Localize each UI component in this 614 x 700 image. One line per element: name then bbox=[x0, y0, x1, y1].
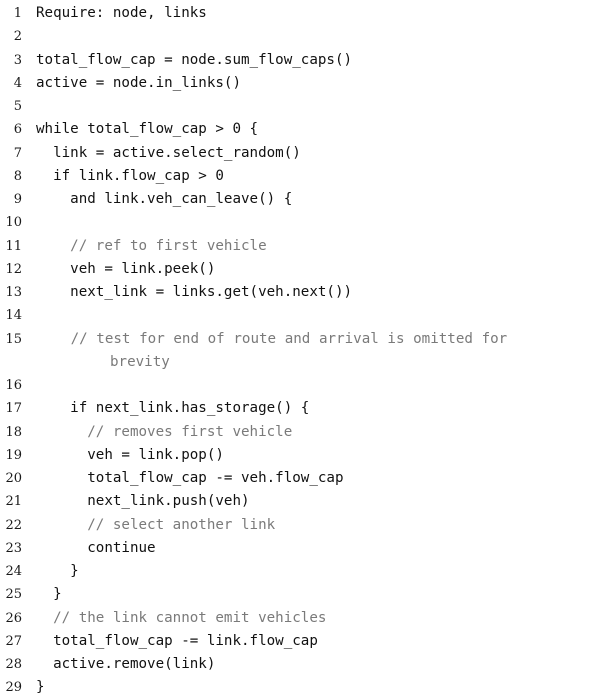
line-number: 10 bbox=[5, 215, 22, 231]
code-line: 27 total_flow_cap -= link.flow_cap bbox=[0, 630, 614, 653]
line-number: 20 bbox=[5, 471, 22, 486]
line-number: 3 bbox=[13, 52, 22, 68]
code-line: 3 total_flow_cap = node.sum_flow_caps() bbox=[0, 49, 614, 72]
line-number: 17 bbox=[5, 401, 22, 417]
code-text: Require: node, links bbox=[36, 5, 207, 21]
code-line: 19 veh = link.pop() bbox=[0, 444, 614, 467]
code-text: total_flow_cap = node.sum_flow_caps() bbox=[36, 51, 353, 68]
line-number: 18 bbox=[5, 424, 22, 440]
code-line: 1 Require: node, links bbox=[0, 2, 614, 25]
code-comment: // test for end of route and arrival is … bbox=[36, 328, 614, 375]
line-number: 19 bbox=[5, 447, 22, 463]
line-number: 27 bbox=[5, 633, 22, 649]
code-comment: // select another link bbox=[36, 516, 276, 533]
code-text: active.remove(link) bbox=[36, 656, 216, 672]
code-line: 13 next_link = links.get(veh.next()) bbox=[0, 281, 614, 304]
code-line: 25 } bbox=[0, 583, 614, 606]
code-comment: // the link cannot emit vehicles bbox=[36, 609, 327, 626]
code-line: 14 bbox=[0, 304, 614, 327]
code-text: active = node.in_links() bbox=[36, 74, 241, 91]
line-number: 14 bbox=[5, 308, 22, 324]
line-number: 26 bbox=[5, 610, 22, 626]
code-line: 26 // the link cannot emit vehicles bbox=[0, 607, 614, 630]
line-number: 23 bbox=[5, 540, 22, 556]
code-line: 2 bbox=[0, 25, 614, 48]
line-number: 5 bbox=[13, 99, 22, 114]
line-number: 4 bbox=[13, 75, 22, 91]
code-line: 10 bbox=[0, 211, 614, 234]
line-number: 13 bbox=[5, 285, 22, 300]
code-line: 23 continue bbox=[0, 537, 614, 560]
line-number: 9 bbox=[13, 192, 22, 207]
code-line: 21 next_link.push(veh) bbox=[0, 490, 614, 513]
code-line: 16 bbox=[0, 374, 614, 397]
code-line: 17 if next_link.has_storage() { bbox=[0, 397, 614, 420]
line-number: 16 bbox=[5, 378, 22, 393]
code-line: 8 if link.flow_cap > 0 bbox=[0, 165, 614, 188]
line-number: 1 bbox=[13, 6, 22, 21]
code-text: next_link = links.get(veh.next()) bbox=[36, 284, 353, 300]
code-line: 12 veh = link.peek() bbox=[0, 258, 614, 281]
code-text: continue bbox=[36, 539, 156, 556]
line-number: 12 bbox=[5, 261, 22, 277]
code-comment: // ref to first vehicle bbox=[36, 237, 267, 254]
code-text: total_flow_cap -= link.flow_cap bbox=[36, 632, 318, 649]
code-line: 11 // ref to first vehicle bbox=[0, 235, 614, 258]
line-number: 24 bbox=[5, 564, 22, 579]
line-number: 21 bbox=[5, 494, 22, 510]
line-number: 11 bbox=[5, 238, 22, 254]
code-text: } bbox=[36, 679, 45, 696]
code-line: 24 } bbox=[0, 560, 614, 583]
code-line: 18 // removes first vehicle bbox=[0, 421, 614, 444]
code-line: 29} bbox=[0, 676, 614, 699]
code-text: while total_flow_cap > 0 { bbox=[36, 121, 259, 138]
code-line: 5 bbox=[0, 95, 614, 118]
code-line: 20 total_flow_cap -= veh.flow_cap bbox=[0, 467, 614, 490]
code-line: 6 while total_flow_cap > 0 { bbox=[0, 118, 614, 141]
line-number: 2 bbox=[13, 29, 22, 45]
code-text: veh = link.pop() bbox=[36, 446, 224, 463]
code-comment-continuation: brevity bbox=[110, 353, 170, 370]
code-line: 15 // test for end of route and arrival … bbox=[0, 328, 614, 375]
code-text: and link.veh_can_leave() { bbox=[36, 191, 293, 207]
code-line: 22 // select another link bbox=[0, 514, 614, 537]
line-number: 22 bbox=[5, 517, 22, 533]
code-text: next_link.push(veh) bbox=[36, 493, 250, 510]
code-text: link = active.select_random() bbox=[36, 144, 301, 161]
code-comment: // removes first vehicle bbox=[36, 423, 293, 440]
line-number: 29 bbox=[5, 680, 22, 696]
line-number: 28 bbox=[5, 657, 22, 672]
line-number: 15 bbox=[5, 331, 22, 347]
code-line: 9 and link.veh_can_leave() { bbox=[0, 188, 614, 211]
code-line: 4 active = node.in_links() bbox=[0, 72, 614, 95]
code-comment-first-part: // test for end of route and arrival is … bbox=[36, 330, 508, 347]
line-number: 7 bbox=[13, 145, 22, 161]
code-text: veh = link.peek() bbox=[36, 260, 216, 277]
code-text: if next_link.has_storage() { bbox=[36, 400, 310, 417]
code-line: 7 link = active.select_random() bbox=[0, 142, 614, 165]
code-text: } bbox=[36, 586, 62, 603]
code-text: total_flow_cap -= veh.flow_cap bbox=[36, 470, 344, 486]
line-number: 25 bbox=[5, 587, 22, 603]
code-line: 28 active.remove(link) bbox=[0, 653, 614, 676]
code-text: if link.flow_cap > 0 bbox=[36, 167, 224, 184]
line-number: 6 bbox=[13, 122, 22, 138]
line-number: 8 bbox=[13, 168, 22, 184]
code-text: } bbox=[36, 563, 79, 579]
